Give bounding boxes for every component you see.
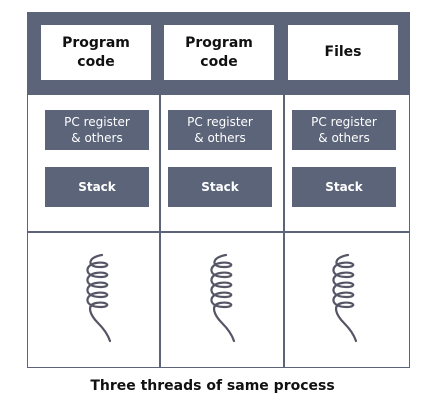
shared-resource-box: Program code xyxy=(41,25,151,80)
stack-box: Stack xyxy=(292,167,396,207)
column-divider xyxy=(159,95,161,367)
pc-register-box: PC register & others xyxy=(168,110,272,150)
thread-coil-icon xyxy=(86,253,112,343)
shared-resource-box: Files xyxy=(288,25,398,80)
process-diagram: Program code Program code Files PC regis… xyxy=(27,12,410,368)
pc-register-box: PC register & others xyxy=(292,110,396,150)
row-divider xyxy=(28,231,409,233)
thread-coil-icon xyxy=(332,253,358,343)
diagram-caption: Three threads of same process xyxy=(90,378,335,394)
pc-register-box: PC register & others xyxy=(45,110,149,150)
column-divider xyxy=(283,95,285,367)
stack-box: Stack xyxy=(45,167,149,207)
shared-resource-box: Program code xyxy=(164,25,274,80)
stack-box: Stack xyxy=(168,167,272,207)
thread-coil-icon xyxy=(210,253,236,343)
